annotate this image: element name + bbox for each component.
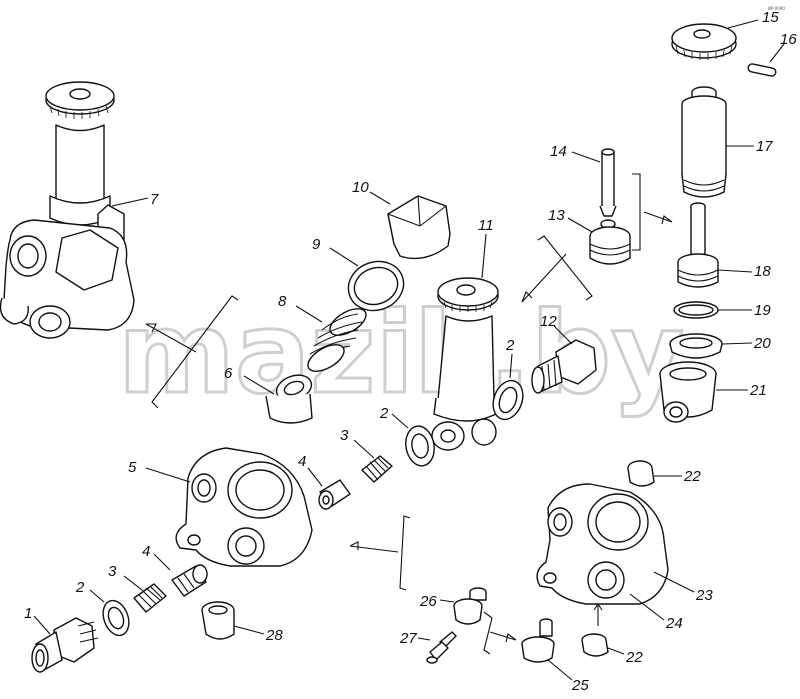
corner-code: ИР 0090 <box>768 6 785 11</box>
bracket-center <box>537 235 593 301</box>
label-3-bottom: 3 <box>108 563 117 580</box>
part-14-plunger-pin <box>599 148 617 217</box>
label-8: 8 <box>278 293 287 310</box>
part-17-plunger-housing <box>681 86 727 198</box>
label-20: 20 <box>753 335 771 352</box>
label-1: 1 <box>24 605 32 622</box>
part-25-valve-assembly <box>521 618 555 663</box>
part-3-spring-bottom <box>133 583 167 613</box>
part-23-24-valve-body <box>536 483 669 605</box>
part-22-bush-top <box>627 460 655 487</box>
part-6-bushing <box>265 374 313 424</box>
label-19: 19 <box>754 302 771 319</box>
part-2-washer-mid <box>492 379 524 421</box>
part-10-hex-cap <box>387 195 451 260</box>
bracket-mid-bottom <box>399 515 411 591</box>
part-2-washer-center <box>405 425 435 467</box>
label-21: 21 <box>749 382 767 399</box>
label-4-center: 4 <box>298 453 306 470</box>
label-7: 7 <box>150 191 159 208</box>
label-17: 17 <box>756 138 773 155</box>
part-8-spring <box>307 308 367 372</box>
arrow-to-pump <box>145 323 197 353</box>
part-19-o-ring <box>673 301 719 319</box>
label-13: 13 <box>548 207 565 224</box>
label-2-center: 2 <box>379 405 389 422</box>
label-2-bottom: 2 <box>75 579 85 596</box>
part-4-valve-bottom <box>171 564 208 597</box>
part-7-assembled-pump <box>0 81 149 339</box>
part-2-washer-bottom <box>102 599 130 637</box>
label-24: 24 <box>665 615 683 632</box>
label-11: 11 <box>478 217 494 234</box>
part-26-check-valve <box>453 587 487 625</box>
part-9-sealing-ring <box>347 260 405 312</box>
label-12: 12 <box>540 313 557 330</box>
part-13-valve-seat <box>589 219 631 265</box>
part-27-valve-stem <box>426 631 457 664</box>
part-1-inlet-fitting <box>31 617 99 673</box>
part-20-washer <box>669 333 723 359</box>
label-4-bottom: 4 <box>142 543 150 560</box>
label-15: 15 <box>762 9 779 26</box>
label-16: 16 <box>780 31 797 48</box>
part-5-pump-body <box>175 447 313 567</box>
part-3-spring-center <box>361 455 393 483</box>
part-16-small-pin <box>747 63 777 77</box>
watermark-text: mazik.by <box>118 289 684 419</box>
part-11-pump-cylinder <box>431 277 499 451</box>
bracket-bottom <box>483 611 493 655</box>
part-22-bush-bottom <box>581 633 609 657</box>
label-6: 6 <box>224 365 233 382</box>
label-2-mid: 2 <box>505 337 515 354</box>
part-12-banjo-bolt <box>531 339 597 394</box>
bracket-left <box>151 295 239 409</box>
part-21-cup-body <box>659 361 717 423</box>
bracket-right <box>632 173 641 251</box>
label-23: 23 <box>695 587 713 604</box>
part-28-cap <box>201 601 235 640</box>
part-18-plunger-rod <box>677 202 719 288</box>
label-3-center: 3 <box>340 427 349 444</box>
part-15-hand-knob <box>671 23 737 60</box>
label-26: 26 <box>419 593 437 610</box>
label-9: 9 <box>312 236 321 253</box>
label-27: 27 <box>399 630 417 647</box>
label-22-top: 22 <box>683 468 701 485</box>
label-10: 10 <box>352 179 369 196</box>
label-18: 18 <box>754 263 771 280</box>
part-4-valve-center <box>318 479 351 510</box>
label-25: 25 <box>571 677 589 694</box>
label-22-bottom: 22 <box>625 649 643 666</box>
label-5: 5 <box>128 459 137 476</box>
label-28: 28 <box>265 627 283 644</box>
label-14: 14 <box>550 143 567 160</box>
